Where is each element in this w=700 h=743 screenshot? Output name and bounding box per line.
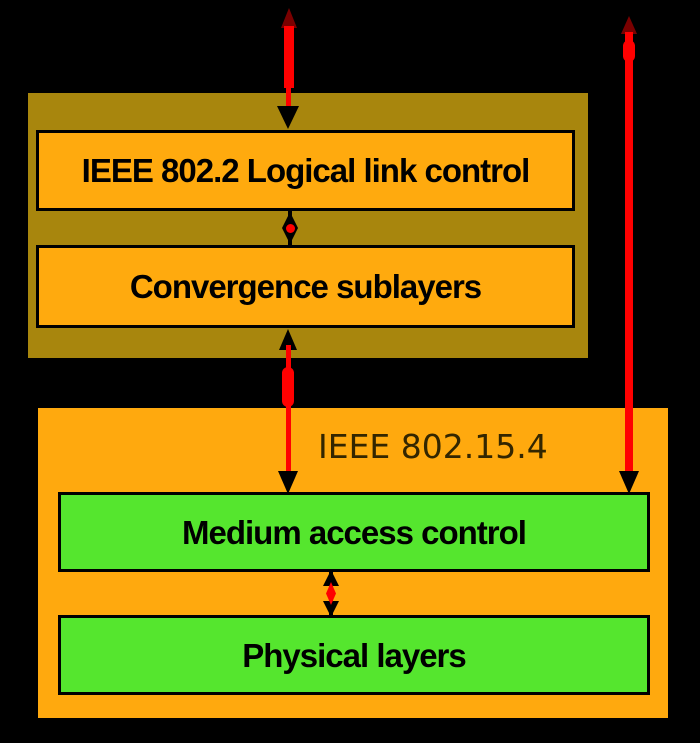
arrowhead-up-icon (279, 329, 297, 350)
arrow-line (284, 26, 294, 88)
arrowhead-up-icon (323, 570, 339, 586)
arrowhead-down-icon (278, 471, 298, 494)
group-label-ieee-802-15-4: IEEE 802.15.4 (318, 427, 548, 466)
box-logical-link-control-label: IEEE 802.2 Logical link control (81, 152, 531, 189)
arrow-line-bulge (282, 367, 294, 407)
arrowhead-up-icon (621, 16, 637, 34)
arrow-red-dot (286, 224, 295, 233)
arrowhead-down-icon (277, 106, 299, 129)
arrowhead-down-icon (323, 601, 339, 617)
arrow-line (286, 345, 291, 475)
arrow-line (625, 32, 633, 472)
arrowhead-down-icon (619, 471, 639, 494)
arrow-line-bulge (623, 40, 635, 62)
arrowhead-up-icon (282, 212, 298, 228)
box-physical-layers-label: Physical layers (242, 636, 467, 674)
box-physical-layers: Physical layers (58, 615, 650, 695)
box-medium-access-control: Medium access control (58, 492, 650, 572)
arrowhead-down-icon (282, 228, 298, 244)
arrow-line (286, 85, 291, 112)
arrow-red-diamond (326, 582, 336, 605)
box-convergence-sublayers-label: Convergence sublayers (129, 268, 482, 305)
box-convergence-sublayers: Convergence sublayers (36, 245, 575, 328)
box-medium-access-control-label: Medium access control (182, 513, 527, 551)
box-logical-link-control: IEEE 802.2 Logical link control (36, 130, 575, 211)
arrowhead-up-icon (281, 8, 297, 28)
